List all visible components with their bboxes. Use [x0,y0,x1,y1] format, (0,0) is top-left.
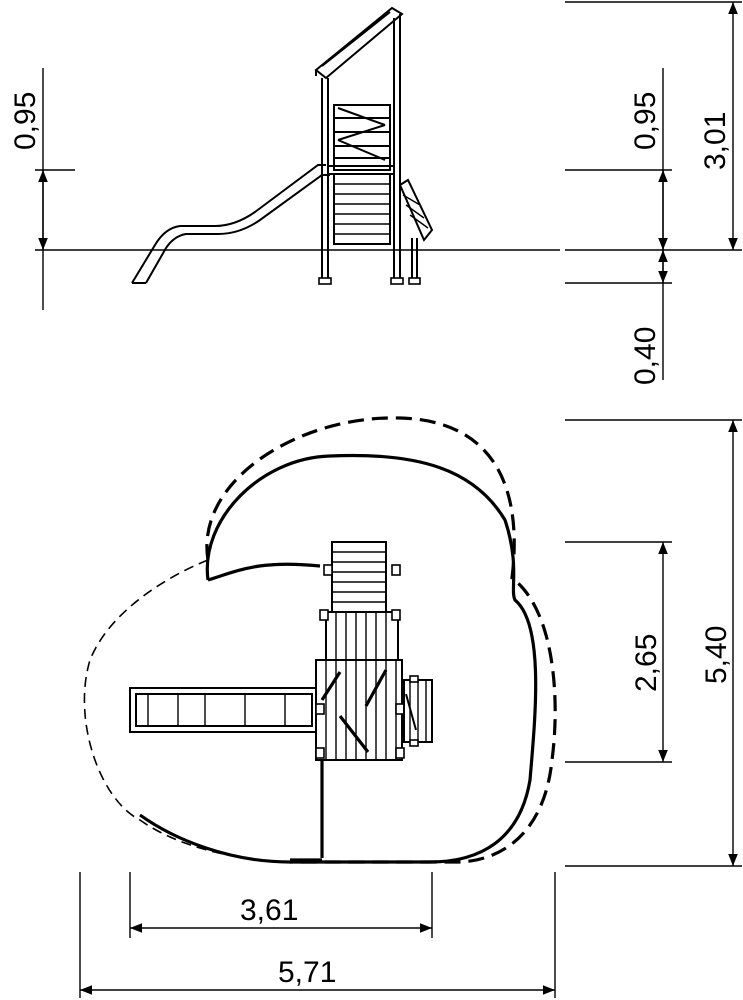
outer-width-label: 5,71 [278,956,336,989]
ladder-plan [323,541,401,613]
outer-depth-label: 5,40 [700,626,733,684]
inner-fall-zone [139,453,538,864]
outer-safety-zone [205,416,557,864]
slide-side [131,164,330,284]
foundation-depth-label: 0,40 [629,327,662,385]
side-view: 0,95 0,95 3,01 0,40 [9,1,742,385]
total-height-label: 3,01 [699,112,732,170]
inner-depth-label: 2,65 [630,634,663,692]
climbing-wall-plan [403,675,433,747]
slide-plan [129,687,317,733]
outer-safety-zone-left [83,559,291,863]
left-platform-height-label: 0,95 [9,92,42,150]
tower-plan [315,609,405,761]
plan-view: 2,65 5,40 3,61 5,71 [79,416,742,998]
right-platform-height-label: 0,95 [629,92,662,150]
inner-fall-zone-notch [207,562,321,582]
tower-side [314,6,434,285]
inner-width-label: 3,61 [240,894,298,927]
